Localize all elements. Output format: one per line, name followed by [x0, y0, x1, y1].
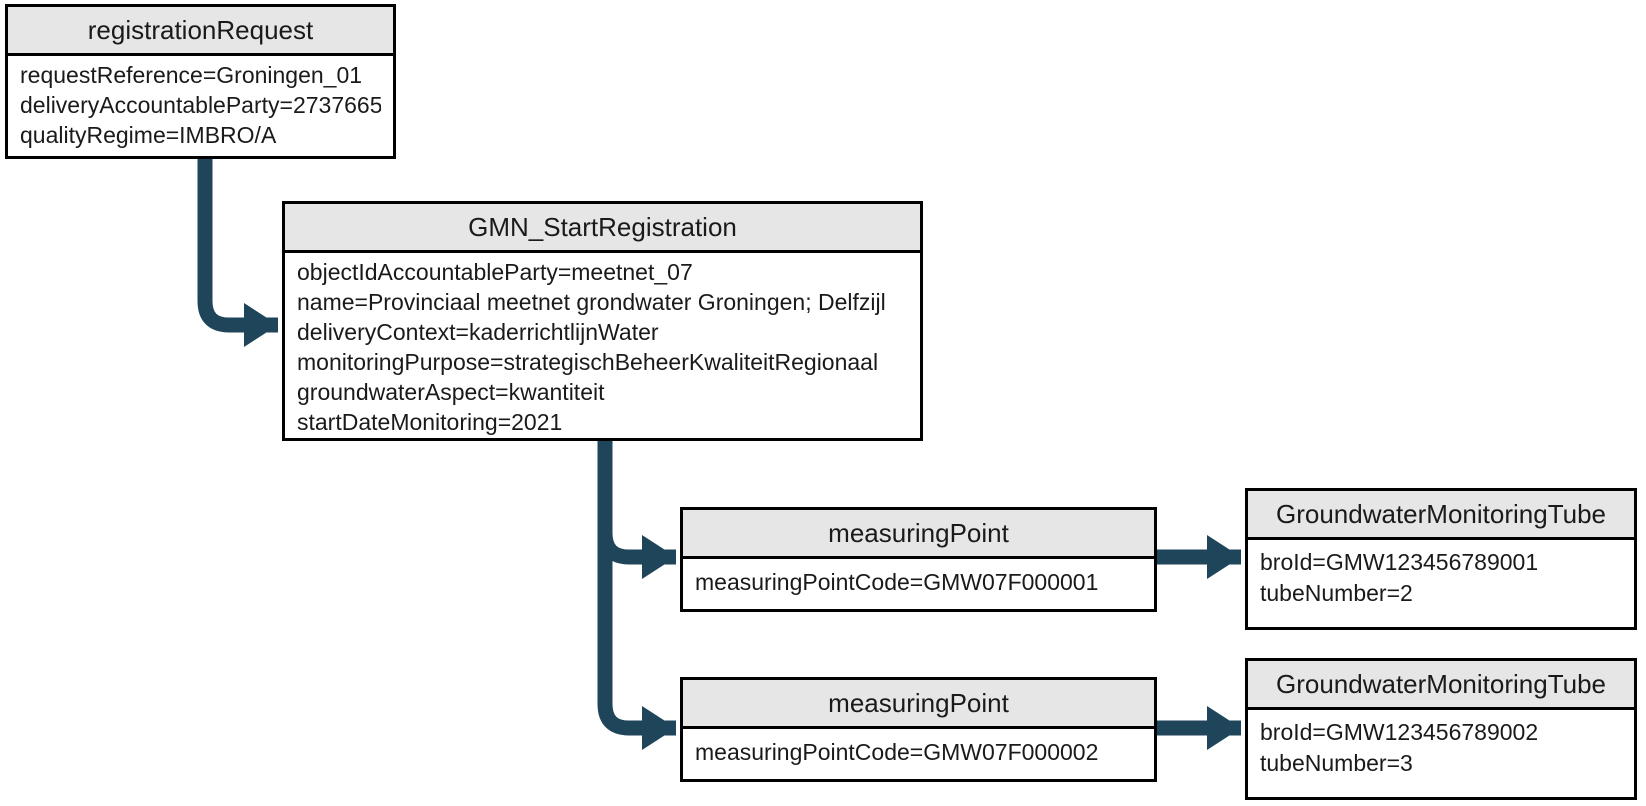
node-measuring-point-2: measuringPoint measuringPointCode=GMW07F… [680, 677, 1157, 782]
node-title-text: measuringPoint [828, 517, 1009, 548]
node-registration-request-title: registrationRequest [8, 7, 393, 56]
attribute-line: tubeNumber=3 [1260, 750, 1413, 776]
node-registration-request-body: requestReference=Groningen_01 deliveryAc… [8, 56, 393, 150]
node-title-text: GMN_StartRegistration [468, 211, 737, 242]
node-groundwater-monitoring-tube-1-title: GroundwaterMonitoringTube [1248, 491, 1634, 540]
node-measuring-point-1-title: measuringPoint [683, 510, 1154, 559]
attribute-line: measuringPointCode=GMW07F000002 [695, 739, 1099, 765]
node-groundwater-monitoring-tube-2-title: GroundwaterMonitoringTube [1248, 661, 1634, 710]
attribute-line: deliveryAccountableParty=27376655 [20, 92, 381, 118]
attribute-line: broId=GMW123456789001 [1260, 549, 1539, 575]
arrow-gmn-to-measuringpoint-1 [597, 441, 676, 579]
node-measuring-point-1: measuringPoint measuringPointCode=GMW07F… [680, 507, 1157, 612]
arrow-registration-to-gmn [197, 159, 278, 347]
node-gmn-start-registration-body: objectIdAccountableParty=meetnet_07 name… [285, 253, 920, 437]
attribute-line: objectIdAccountableParty=meetnet_07 [297, 259, 693, 285]
attribute-line: monitoringPurpose=strategischBeheerKwali… [297, 349, 879, 375]
attribute-line: tubeNumber=2 [1260, 580, 1413, 606]
node-gmn-start-registration-title: GMN_StartRegistration [285, 204, 920, 253]
node-title-text: GroundwaterMonitoringTube [1276, 668, 1606, 699]
attribute-line: deliveryContext=kaderrichtlijnWater [297, 319, 659, 345]
attribute-line: groundwaterAspect=kwantiteit [297, 379, 605, 405]
node-title-text: registrationRequest [87, 14, 314, 45]
node-measuring-point-2-body: measuringPointCode=GMW07F000002 [683, 729, 1154, 767]
node-groundwater-monitoring-tube-2-body: broId=GMW123456789002 tubeNumber=3 [1248, 710, 1634, 779]
attribute-line: startDateMonitoring=2021 [297, 409, 563, 435]
node-title-text: measuringPoint [828, 687, 1009, 718]
node-groundwater-monitoring-tube-2: GroundwaterMonitoringTube broId=GMW12345… [1245, 658, 1637, 800]
attribute-line: requestReference=Groningen_01 [20, 62, 363, 88]
attribute-line: broId=GMW123456789002 [1260, 719, 1539, 745]
attribute-line: name=Provinciaal meetnet grondwater Gron… [297, 289, 886, 315]
node-measuring-point-2-title: measuringPoint [683, 680, 1154, 729]
node-groundwater-monitoring-tube-1: GroundwaterMonitoringTube broId=GMW12345… [1245, 488, 1637, 630]
attribute-line: qualityRegime=IMBRO/A [20, 122, 277, 148]
node-gmn-start-registration: GMN_StartRegistration objectIdAccountabl… [282, 201, 923, 441]
arrow-gmn-to-measuringpoint-2 [597, 441, 676, 750]
node-registration-request: registrationRequest requestReference=Gro… [5, 4, 396, 159]
node-groundwater-monitoring-tube-1-body: broId=GMW123456789001 tubeNumber=2 [1248, 540, 1634, 609]
attribute-line: measuringPointCode=GMW07F000001 [695, 569, 1099, 595]
node-measuring-point-1-body: measuringPointCode=GMW07F000001 [683, 559, 1154, 597]
node-title-text: GroundwaterMonitoringTube [1276, 498, 1606, 529]
